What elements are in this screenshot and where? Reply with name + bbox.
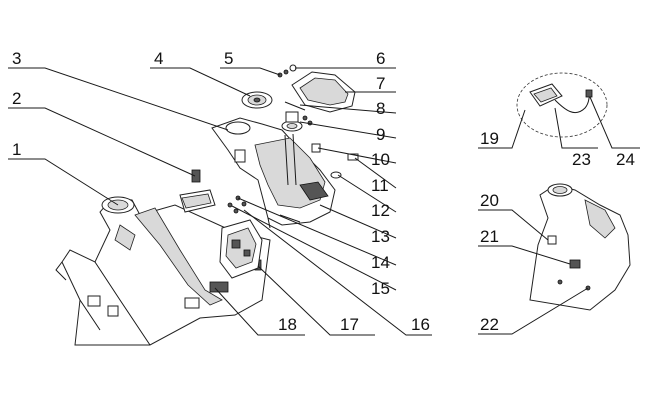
- callout-17: 17: [340, 315, 359, 334]
- callout-3: 3: [12, 49, 21, 68]
- inset-frame-detail: [529, 183, 631, 311]
- console-housing-part: [211, 117, 336, 229]
- callout-18: 18: [278, 315, 297, 334]
- bracket-board-part: [219, 219, 263, 279]
- callout-22: 22: [480, 315, 499, 334]
- callout-16: 16: [411, 315, 430, 334]
- callout-15: 15: [371, 279, 390, 298]
- callout-23: 23: [572, 150, 591, 169]
- control-module-part: [179, 189, 216, 213]
- callout-1: 1: [12, 140, 21, 159]
- callout-19: 19: [480, 129, 499, 148]
- callout-21: 21: [480, 227, 499, 246]
- callout-13: 13: [371, 227, 390, 246]
- leader-lines: [8, 67, 640, 336]
- callout-9: 9: [376, 125, 385, 144]
- callout-10: 10: [371, 150, 390, 169]
- callout-2: 2: [12, 89, 21, 108]
- lever-assembly-part: [281, 111, 303, 186]
- callout-5: 5: [224, 49, 233, 68]
- callout-8: 8: [376, 99, 385, 118]
- inset-sensor-detail: [516, 72, 608, 138]
- callout-6: 6: [376, 49, 385, 68]
- callout-4: 4: [154, 49, 163, 68]
- callout-14: 14: [371, 253, 390, 272]
- top-cover-part: [291, 71, 356, 113]
- frame-part: [55, 196, 271, 346]
- callout-20: 20: [480, 191, 499, 210]
- callout-11: 11: [371, 176, 389, 195]
- callout-12: 12: [371, 201, 390, 220]
- callout-7: 7: [376, 74, 385, 93]
- callout-24: 24: [616, 150, 635, 169]
